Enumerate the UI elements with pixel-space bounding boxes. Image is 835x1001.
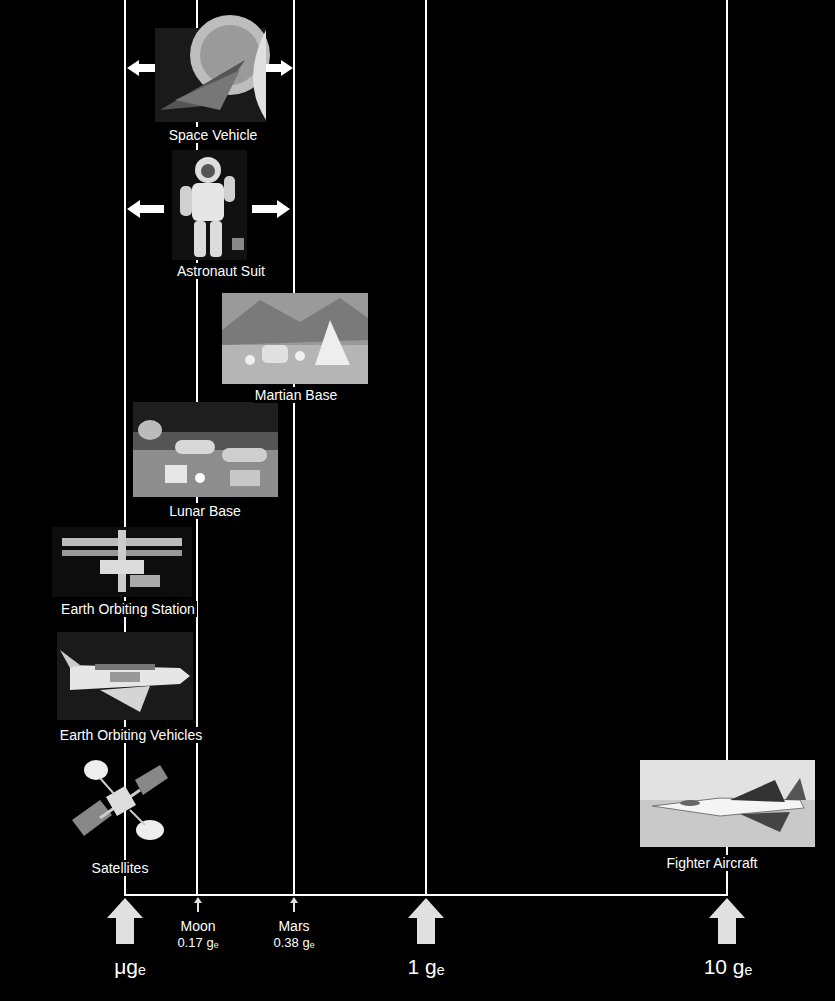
satellite-picture — [72, 760, 168, 840]
scale-value: 10 gₑ — [702, 955, 755, 979]
scale-label: Moon — [178, 918, 217, 934]
scale-lines — [124, 0, 728, 896]
astronaut-picture — [172, 150, 247, 260]
station-picture — [52, 527, 192, 597]
caption: Earth Orbiting Vehicles — [58, 727, 204, 743]
caption: Space Vehicle — [167, 127, 260, 143]
fighter-picture — [640, 760, 815, 847]
martian-base-picture — [222, 293, 368, 384]
scale-value: μgₑ — [112, 955, 148, 979]
caption: Astronaut Suit — [175, 263, 267, 279]
scale-value: 1 gₑ — [406, 955, 447, 979]
caption: Fighter Aircraft — [664, 855, 759, 871]
scale-value: 0.38 gₑ — [272, 936, 317, 951]
scale-value: 0.17 gₑ — [176, 936, 221, 951]
caption: Lunar Base — [167, 503, 243, 519]
caption: Earth Orbiting Station — [59, 601, 197, 617]
caption: Satellites — [90, 860, 151, 876]
range-arrows — [127, 60, 293, 218]
lunar-base-picture — [133, 402, 278, 497]
caption: Martian Base — [253, 387, 339, 403]
space-vehicle-picture — [155, 15, 270, 122]
scale-label: Mars — [276, 918, 311, 934]
shuttle-picture — [57, 632, 193, 720]
